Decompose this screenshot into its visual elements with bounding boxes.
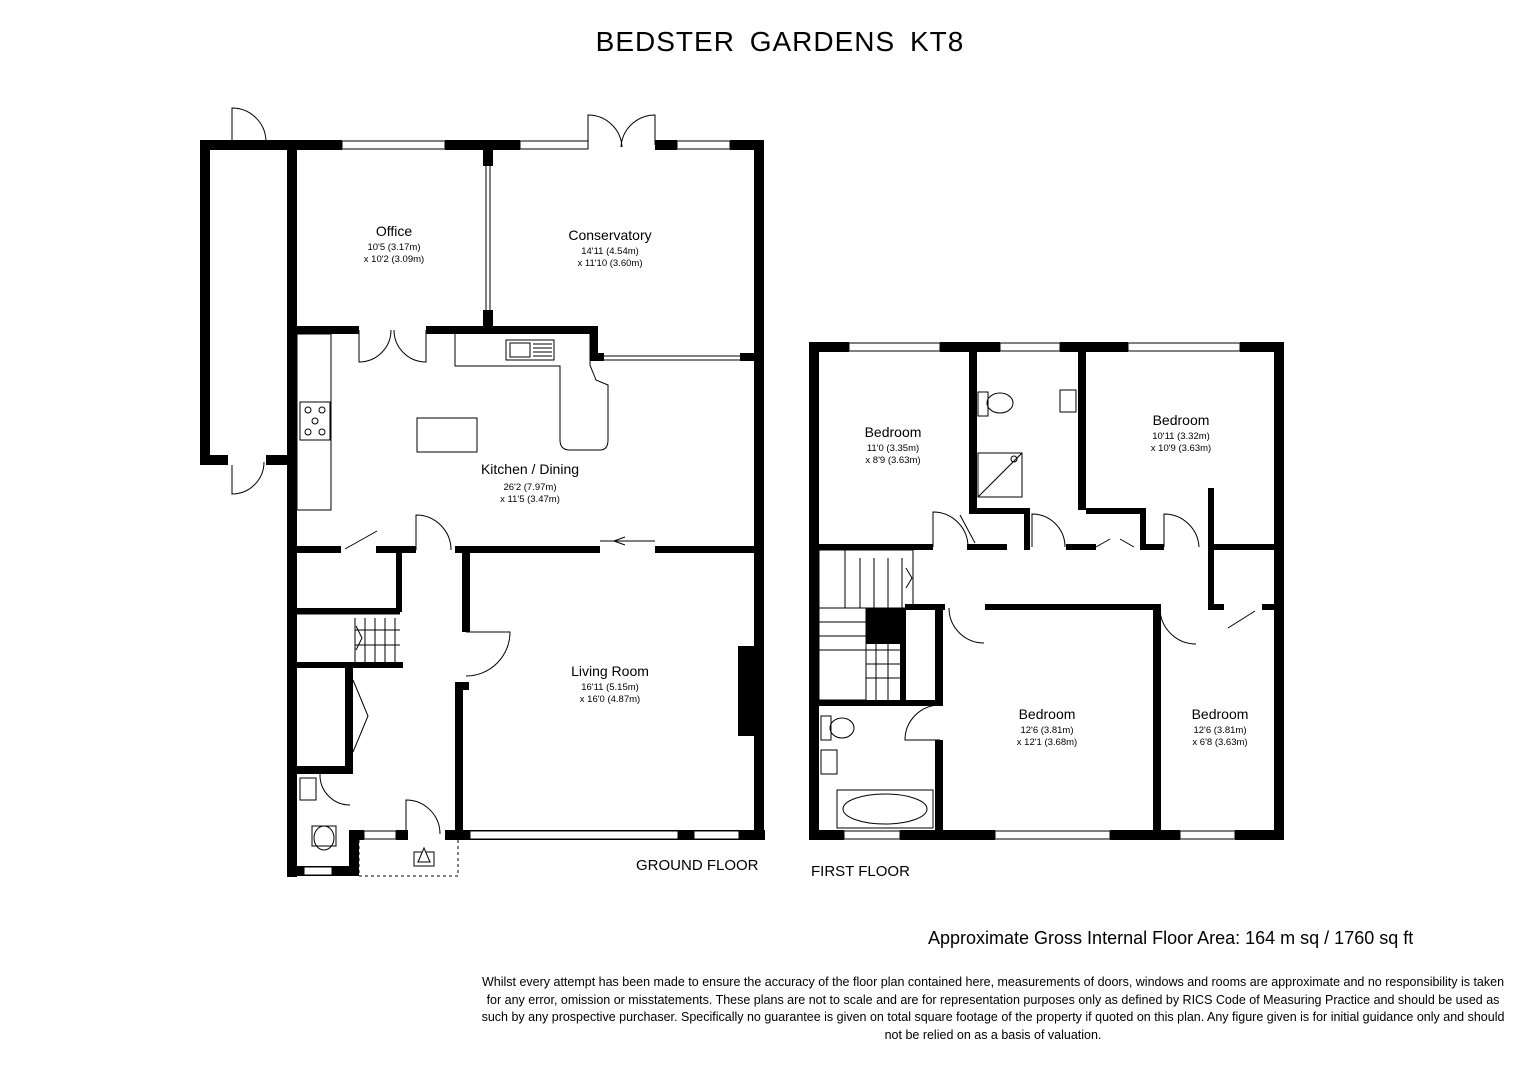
first-doors (904, 511, 1256, 741)
ground-floor-plan (200, 107, 765, 877)
room-dim-living: 16'11 (5.15m) (581, 682, 639, 693)
first-floor-plan (809, 342, 1284, 840)
room-dim-bedroom-1: 11'0 (3.35m) (867, 443, 919, 454)
room-dim-office: 10'5 (3.17m) (367, 242, 420, 253)
fireplace (738, 646, 754, 736)
room-name-bedroom-4: Bedroom (1192, 706, 1249, 722)
room-name-kitchen: Kitchen / Dining (481, 461, 579, 477)
room-name-bedroom-2: Bedroom (1153, 412, 1210, 428)
room-dim-conservatory-2: x 11'10 (3.60m) (577, 258, 642, 269)
first-outer-walls (809, 342, 1284, 840)
garage-walls (200, 107, 296, 495)
hall-and-stairs (293, 550, 511, 877)
room-dim-bedroom-4-2: x 6'8 (3.63m) (1192, 737, 1247, 748)
shower-room-fittings (977, 389, 1077, 498)
ground-windows (303, 140, 740, 876)
room-dim-bedroom-2-2: x 10'9 (3.63m) (1151, 443, 1211, 454)
room-name-bedroom-3: Bedroom (1019, 706, 1076, 722)
disclaimer-text: Whilst every attempt has been made to en… (481, 975, 1505, 1042)
room-dim-living-2: x 16'0 (4.87m) (580, 694, 640, 705)
bathroom-fittings (820, 715, 934, 829)
room-dim-conservatory: 14'11 (4.54m) (581, 246, 639, 257)
room-dim-kitchen-2: x 11'5 (3.47m) (500, 494, 560, 505)
room-name-office: Office (376, 223, 413, 239)
room-name-living: Living Room (571, 663, 649, 679)
ground-floor-labels: Office 10'5 (3.17m) x 10'2 (3.09m) Conse… (364, 223, 759, 874)
first-stairs (818, 549, 914, 701)
first-windows (843, 342, 1241, 840)
ground-floor-label: GROUND FLOOR (636, 857, 759, 874)
room-dim-bedroom-1-2: x 8'9 (3.63m) (865, 455, 920, 466)
kitchen-living-partition (293, 514, 755, 553)
room-dim-bedroom-4: 12'6 (3.81m) (1193, 725, 1246, 736)
kitchen-fittings (296, 333, 609, 511)
room-dim-office-2: x 10'2 (3.09m) (364, 254, 424, 265)
room-dim-bedroom-3-2: x 12'1 (3.68m) (1017, 737, 1077, 748)
room-dim-kitchen: 26'2 (7.97m) (503, 482, 556, 493)
floor-area-text: Approximate Gross Internal Floor Area: 1… (928, 928, 1414, 948)
room-name-bedroom-1: Bedroom (865, 424, 922, 440)
conservatory-doors (587, 114, 656, 148)
page-title: BEDSTER GARDENS KT8 (595, 26, 965, 57)
ground-outer-walls (287, 140, 765, 877)
first-internal-walls (815, 348, 1278, 834)
first-floor-label: FIRST FLOOR (811, 863, 910, 880)
kitchen-top-wall (293, 326, 756, 363)
office-partition (483, 148, 493, 330)
room-dim-bedroom-3: 12'6 (3.81m) (1020, 725, 1073, 736)
room-name-conservatory: Conservatory (568, 227, 651, 243)
first-floor-labels: Bedroom 11'0 (3.35m) x 8'9 (3.63m) Bedro… (811, 412, 1248, 880)
room-dim-bedroom-2: 10'11 (3.32m) (1152, 431, 1210, 442)
